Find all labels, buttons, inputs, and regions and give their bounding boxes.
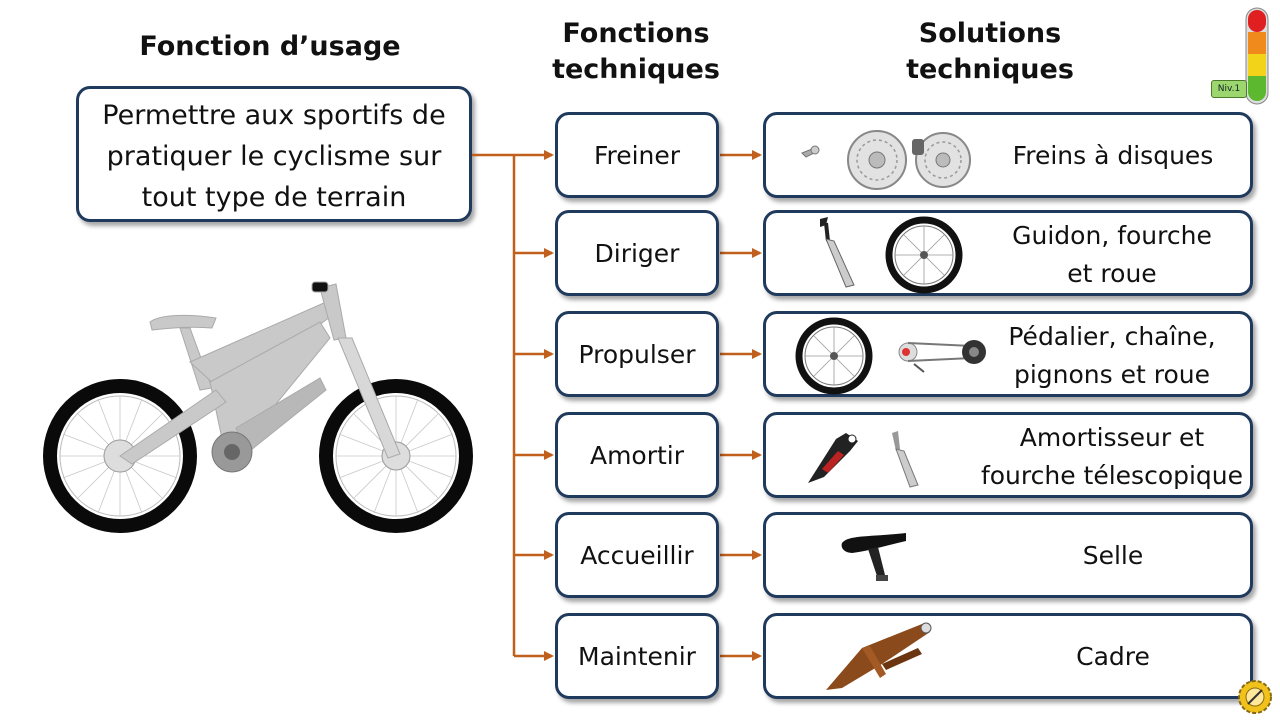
- saddle-icon: [841, 533, 906, 581]
- solution-label-pedalier: Pédalier, chaîne, pignons et roue: [1008, 322, 1216, 389]
- solution-label-selle: Selle: [1082, 541, 1144, 570]
- solution-box-guidon: Guidon, fourche et roue: [763, 210, 1253, 296]
- frame-icon: [826, 622, 932, 690]
- solution-box-pedalier: Pédalier, chaîne, pignons et roue: [763, 311, 1253, 397]
- level-indicator: [1245, 7, 1269, 105]
- gear-logo-icon: [1238, 680, 1272, 714]
- drivetrain-icon: [898, 340, 986, 373]
- solution-box-cadre: Cadre: [763, 613, 1253, 699]
- function-box-freiner: Freiner: [555, 112, 719, 198]
- solution-label-cadre: Cadre: [1076, 642, 1150, 671]
- solution-box-selle: Selle: [763, 512, 1253, 598]
- technical-functions-heading: Fonctions techniques: [552, 18, 720, 85]
- telescopic-fork-icon: [892, 431, 919, 488]
- function-box-propulser: Propulser: [555, 311, 719, 397]
- solution-label-freins: Freins à disques: [1012, 141, 1214, 170]
- function-box-amortir: Amortir: [555, 412, 719, 498]
- level-badge: Niv.1: [1211, 80, 1247, 98]
- solution-label-amortisseur: Amortisseur et fourche télescopique: [980, 423, 1244, 490]
- function-box-accueillir: Accueillir: [555, 512, 719, 598]
- solution-box-amortisseur: Amortisseur et fourche télescopique: [763, 412, 1253, 498]
- brake-lever-icon: [801, 145, 820, 158]
- bike-frame: [119, 281, 401, 465]
- usage-heading: Fonction d’usage: [139, 31, 401, 62]
- solution-box-freins: Freins à disques: [763, 112, 1253, 198]
- wheel-icon: [885, 216, 963, 294]
- usage-function-box: Permettre aux sportifs de pratiquer le c…: [76, 86, 472, 222]
- shock-absorber-icon: [808, 433, 858, 483]
- brake-disc-icon: [847, 130, 907, 190]
- bicycle-illustration: [43, 281, 473, 533]
- function-box-diriger: Diriger: [555, 210, 719, 296]
- usage-function-text: Permettre aux sportifs de pratiquer le c…: [102, 100, 446, 213]
- rear-wheel: [43, 379, 197, 533]
- front-wheel: [319, 379, 473, 533]
- solution-label-guidon: Guidon, fourche et roue: [1012, 221, 1212, 288]
- brake-caliper-disc-icon: [912, 132, 971, 188]
- handlebar-fork-icon: [820, 217, 855, 288]
- wheel-icon: [795, 317, 873, 395]
- technical-solutions-heading: Solutions techniques: [906, 18, 1074, 85]
- function-box-maintenir: Maintenir: [555, 613, 719, 699]
